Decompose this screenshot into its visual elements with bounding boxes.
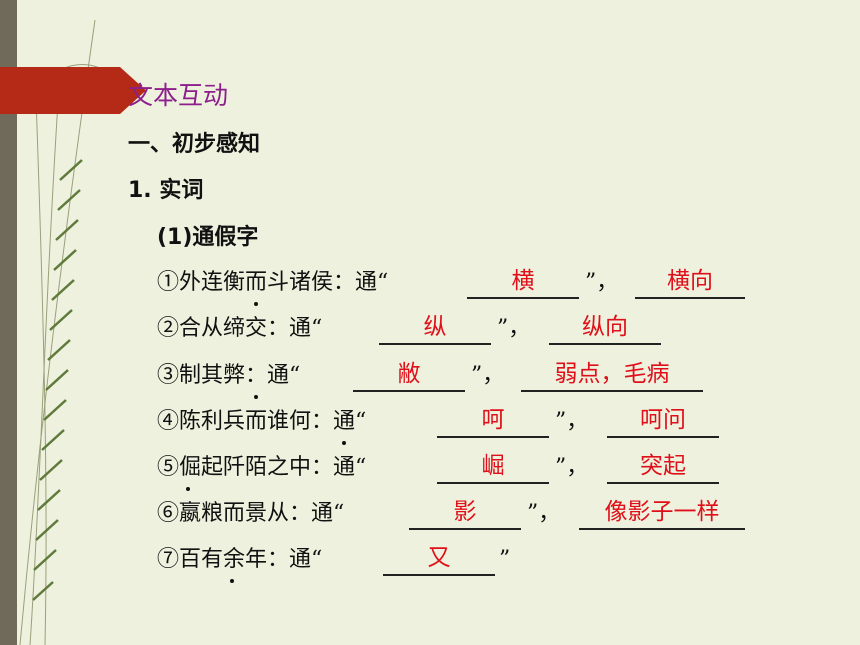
item-mid: ”， — [497, 316, 531, 341]
answer-blank — [379, 343, 491, 345]
answer-blank — [353, 390, 465, 392]
item-text: ⑦百有余年：通“ — [157, 547, 323, 572]
answer-blank — [467, 297, 579, 299]
answer-blank — [437, 482, 549, 484]
answer-1: 纵 — [423, 314, 447, 340]
item-mid: ”， — [471, 363, 505, 388]
answer-2: 突起 — [640, 453, 686, 479]
emphasis-dot — [342, 441, 346, 445]
decorative-lines — [19, 19, 101, 645]
answer-blank — [579, 528, 745, 530]
answer-1: 横 — [511, 268, 535, 294]
answer-1: 崛 — [481, 453, 505, 479]
answer-1: 敝 — [397, 361, 421, 387]
emphasis-dot — [254, 395, 258, 399]
subheading-phonetic-loan: (1)通假字 — [157, 225, 259, 250]
answer-blank — [521, 390, 703, 392]
answer-blank — [607, 436, 719, 438]
item-text: ②合从缔交：通“ — [157, 316, 323, 341]
item-mid: ”， — [555, 409, 589, 434]
answer-2: 呵问 — [640, 407, 686, 433]
item-mid: ”， — [527, 501, 561, 526]
answer-2: 横向 — [667, 268, 713, 294]
section-ribbon — [0, 67, 146, 114]
heading-first-perception: 一、初步感知 — [128, 132, 261, 157]
answer-blank — [437, 436, 549, 438]
item-text: ③制其弊：通“ — [157, 363, 301, 388]
answer-blank — [383, 574, 495, 576]
heading-content-words: 1. 实词 — [128, 178, 204, 203]
answer-2: 像影子一样 — [604, 499, 720, 525]
item-mid: ”， — [585, 270, 619, 295]
item-text: ④陈利兵而谁何：通“ — [157, 409, 367, 434]
item-text: ⑤倔起阡陌之中：通“ — [157, 455, 367, 480]
answer-1: 又 — [427, 545, 451, 571]
answer-blank — [635, 297, 745, 299]
emphasis-dot — [186, 487, 190, 491]
answer-2: 纵向 — [582, 314, 628, 340]
left-sidebar-bar — [0, 0, 17, 645]
answer-1: 影 — [453, 499, 477, 525]
item-text: ⑥嬴粮而景从：通“ — [157, 501, 345, 526]
answer-blank — [409, 528, 521, 530]
answer-blank — [607, 482, 719, 484]
item-end: ” — [499, 547, 511, 572]
item-mid: ”， — [555, 455, 589, 480]
answer-2: 弱点，毛病 — [554, 361, 670, 387]
answer-1: 呵 — [481, 407, 505, 433]
item-text: ①外连衡而斗诸侯：通“ — [157, 270, 389, 295]
emphasis-dot — [230, 579, 234, 583]
answer-blank — [549, 343, 661, 345]
emphasis-dot — [254, 302, 258, 306]
section-label: 文本互动 — [128, 81, 229, 110]
